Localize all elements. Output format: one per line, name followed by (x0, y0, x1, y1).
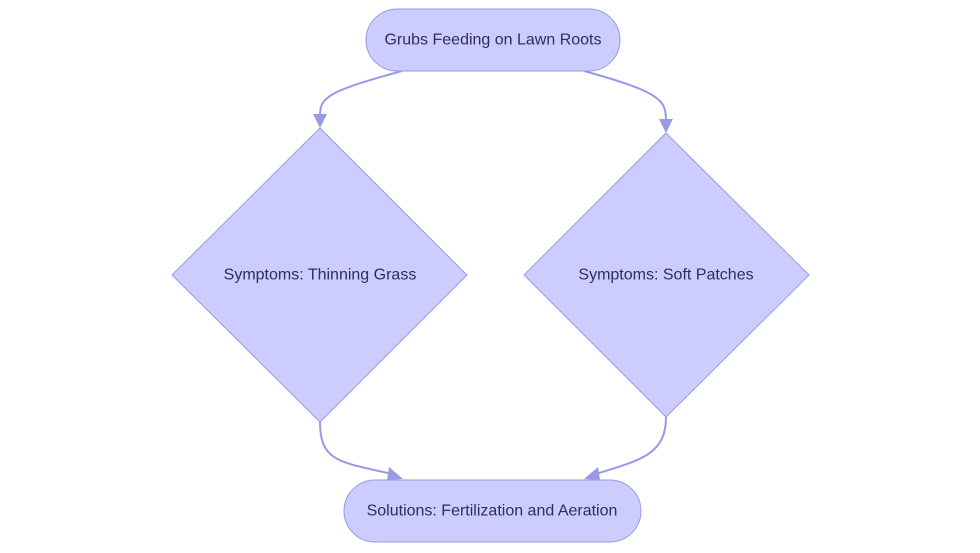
arrowhead-soft (659, 119, 673, 133)
node-soft-patches-label: Symptoms: Soft Patches (578, 267, 753, 284)
node-grubs-label: Grubs Feeding on Lawn Roots (384, 32, 601, 49)
node-solutions-label: Solutions: Fertilization and Aeration (367, 503, 618, 520)
node-grubs-shape (365, 8, 621, 72)
edge-soft-to-solutions (595, 416, 667, 475)
arrowhead-thinning (313, 114, 327, 128)
node-solutions-shape (343, 479, 642, 543)
edge-grubs-to-thinning (319, 70, 403, 117)
edge-grubs-to-soft (583, 70, 667, 121)
node-solutions[interactable]: Solutions: Fertilization and Aeration (343, 479, 642, 543)
node-thinning-grass[interactable]: Symptoms: Thinning Grass (171, 127, 468, 423)
node-thinning-grass-label: Symptoms: Thinning Grass (224, 267, 417, 284)
node-grubs[interactable]: Grubs Feeding on Lawn Roots (365, 8, 621, 72)
arrowhead-solutions-right (584, 467, 600, 480)
edges (313, 70, 673, 480)
edge-thinning-to-solutions (319, 421, 393, 475)
node-soft-patches[interactable]: Symptoms: Soft Patches (523, 132, 810, 418)
node-thinning-grass-shape (171, 127, 468, 423)
node-soft-patches-shape (523, 132, 810, 418)
arrowhead-solutions-left (387, 467, 403, 480)
